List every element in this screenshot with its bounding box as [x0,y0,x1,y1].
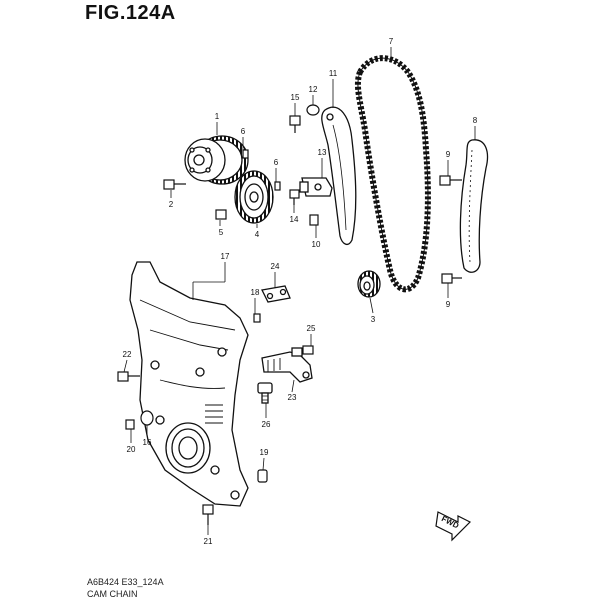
callout-2: 2 [169,200,174,209]
callout-25: 25 [307,324,316,333]
forward-arrow-icon: FWD [435,511,472,542]
callout-26: 26 [262,420,271,429]
callout-15: 15 [291,93,300,102]
callout-16: 16 [143,438,152,447]
bracket-part [261,285,291,303]
figure-name: CAM CHAIN [87,589,138,599]
callout-labels: 1 2 3 4 5 6 6 7 8 9 9 10 11 12 13 14 15 … [123,37,478,546]
small-fasteners [117,104,462,525]
crank-sprocket-part [357,270,381,298]
callout-13: 13 [318,148,327,157]
cam-phaser-part [184,135,249,185]
callout-19: 19 [260,448,269,457]
callout-5: 5 [219,228,224,237]
callout-3: 3 [371,315,376,324]
callout-12: 12 [309,85,318,94]
callout-18: 18 [251,288,260,297]
callout-9-lower: 9 [446,300,451,309]
callout-7: 7 [389,37,394,46]
callout-6-upper: 6 [241,127,246,136]
oil-control-valve-part [261,347,313,383]
cam-sprocket-part [234,170,274,224]
sensor-part [257,382,273,404]
callout-9-upper: 9 [446,150,451,159]
callout-6-lower: 6 [274,158,279,167]
callout-8: 8 [473,116,478,125]
callout-20: 20 [127,445,136,454]
tensioner-guide-part [321,106,357,245]
timing-chain-part [354,55,431,293]
callout-23: 23 [288,393,297,402]
leader-lines [123,47,476,535]
callout-24: 24 [271,262,280,271]
callout-14: 14 [290,215,299,224]
figure-code: A6B424 E33_124A [87,577,164,587]
callout-11: 11 [329,69,338,78]
callout-17: 17 [221,252,230,261]
chain-guide-part [459,139,489,273]
callout-1: 1 [215,112,220,121]
callout-4: 4 [255,230,260,239]
callout-22: 22 [123,350,132,359]
callout-21: 21 [204,537,213,546]
figure-title: FIG.124A [85,2,176,24]
callout-10: 10 [312,240,321,249]
chain-tensioner-part [299,177,333,197]
timing-cover-part [129,261,249,507]
